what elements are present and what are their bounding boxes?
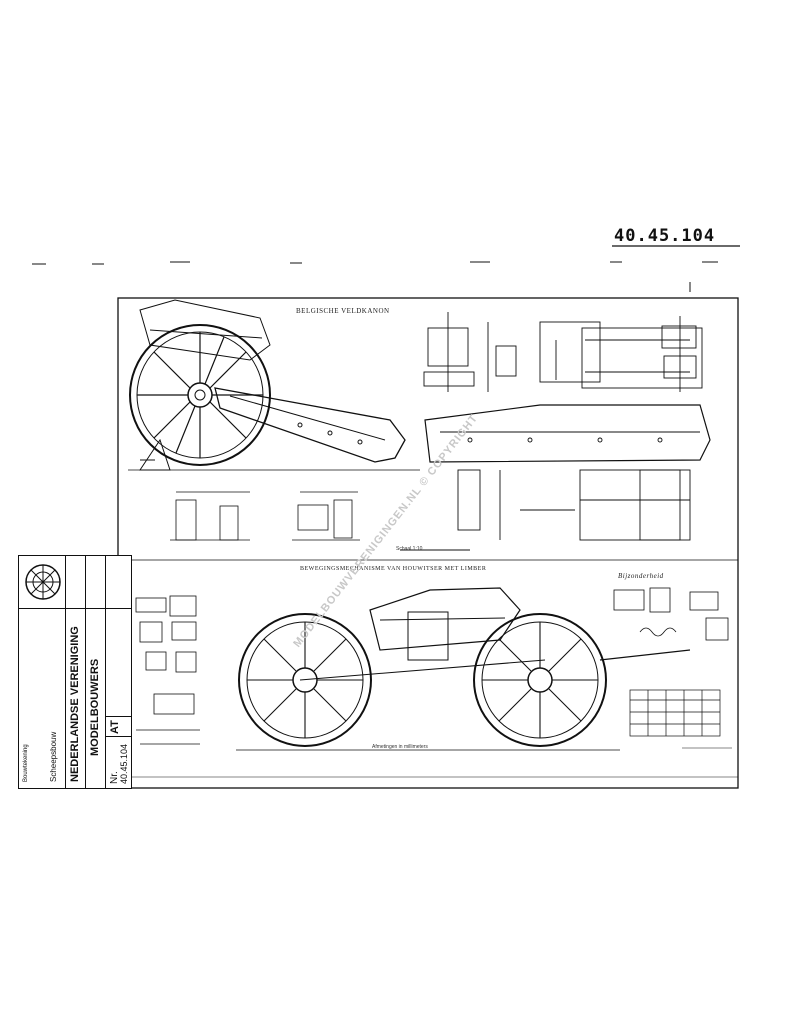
plan-views [400,312,711,551]
detail-views-bottom-left [135,595,200,745]
association-name-line2: MODELBOUWERS [89,658,101,756]
drawing-code-label: AT [109,720,121,734]
drawing-number: 40.45.104 [614,226,716,246]
scale-note: Schaal 1:10 [396,546,423,552]
association-name-line1: NEDERLANDSE VERENIGING [69,626,81,782]
number-value: 40.45.104 [119,743,129,784]
limber-side-view [236,587,691,751]
collection-label: Scheepsbouw [49,731,58,782]
lower-drawing-title: BEWEGINGSMECHANISME VAN HOUWITSER MET LI… [300,566,487,572]
detail-views-bottom-right [613,587,729,641]
title-block: NEDERLANDSE VERENIGING MODELBOUWERS Sche… [18,555,132,789]
dimensions-table [629,689,721,737]
detail-label: Bijzonderheid [618,572,664,580]
top-drawing-title: BELGISCHE VELDKANON [296,307,390,315]
detail-views-top-left [170,491,360,541]
gun-side-view [128,299,420,471]
association-logo-icon [25,564,61,600]
bottom-note: Afmetingen in millimeters [372,744,428,750]
title-block-heading: Bouwtekening [23,744,29,782]
